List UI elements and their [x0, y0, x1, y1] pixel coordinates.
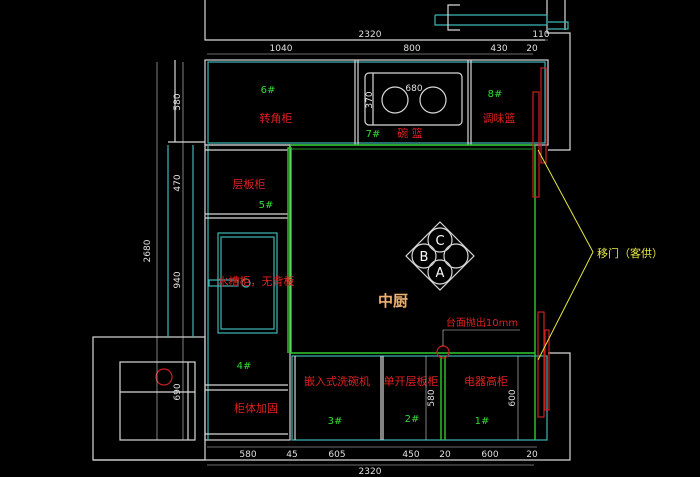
dim-segment: 20: [439, 450, 451, 460]
dim-segment: 580: [173, 93, 183, 110]
cabinet-label: 单开层板柜: [384, 374, 439, 388]
cabinet-number: 6#: [261, 85, 276, 96]
dim-segment: 20: [526, 44, 538, 54]
dim-segment: 1040: [270, 44, 293, 54]
drain-marker: [155, 368, 173, 386]
dim-total-left: 2680: [143, 239, 153, 262]
abc-symbol: C B A: [405, 221, 475, 291]
depth-dim: 600: [508, 389, 518, 406]
cabinet-label: 电器高柜: [464, 374, 508, 388]
room-title: 中厨: [378, 292, 408, 310]
cabinet-number: 2#: [405, 414, 420, 425]
dim-segment: 690: [173, 383, 183, 400]
cabinet-label: 柜体加固: [234, 401, 278, 415]
cabinet-number: 4#: [237, 361, 252, 372]
cabinet-label: 嵌入式洗碗机: [304, 374, 370, 388]
dim-segment: 450: [402, 450, 419, 460]
cabinet-number: 1#: [475, 416, 490, 427]
left-dimensions: 2680 580 470 940 690: [143, 60, 205, 440]
sliding-door-label: 移门（客供）: [597, 246, 663, 260]
sink-width: 680: [405, 84, 422, 94]
overhang-label: 台面抛出10mm: [446, 316, 518, 329]
dim-segment: 20: [526, 450, 538, 460]
top-cabinet-run: 680 370 6# 转角柜 7# 碗 篮 8# 调味篮: [204, 59, 549, 146]
symbol-label: B: [420, 250, 429, 265]
sink-depth: 370: [365, 91, 375, 108]
depth-dim: 580: [427, 389, 437, 406]
dim-segment: 605: [328, 450, 345, 460]
bottom-cabinet-run: 嵌入式洗碗机 3# 单开层板柜 2# 电器高柜 1# 580 600: [290, 145, 548, 441]
symbol-label: C: [435, 234, 444, 249]
dim-segment: 800: [403, 44, 420, 54]
dim-segment: 600: [481, 450, 498, 460]
cabinet-number: 8#: [488, 89, 503, 100]
sliding-door: 移门（客供）: [532, 67, 663, 418]
sink-basin: [364, 72, 463, 126]
cabinet-number: 3#: [328, 416, 343, 427]
dim-offset: 110: [532, 30, 549, 40]
cabinet-label: 调味篮: [483, 111, 516, 125]
top-dimensions: 2320 110 1040 800 430 20: [207, 30, 550, 55]
bottom-dimensions: 580 45 605 450 20 600 20 2320: [207, 446, 538, 477]
dim-segment: 45: [286, 450, 297, 460]
cabinet-label: 层板柜: [233, 177, 266, 191]
left-cabinet-run: 层板柜 5# 水槽柜，无背板 4# 柜体加固: [204, 144, 295, 441]
cabinet-number: 7#: [366, 129, 381, 140]
cabinet-number: 5#: [259, 200, 274, 211]
overhang-note: 台面抛出10mm: [436, 316, 520, 359]
window: [434, 4, 569, 31]
walls: [92, 0, 571, 461]
cabinet-label: 碗 篮: [397, 126, 423, 140]
dim-total-bottom: 2320: [359, 467, 382, 477]
dim-segment: 470: [173, 174, 183, 191]
dim-segment: 580: [239, 450, 256, 460]
cabinet-label: 转角柜: [260, 111, 293, 125]
symbol-label: A: [436, 266, 445, 281]
dim-segment: 430: [490, 44, 507, 54]
cabinet-label: 水槽柜，无背板: [218, 274, 295, 288]
dim-segment: 940: [173, 271, 183, 288]
dim-total-top: 2320: [359, 30, 382, 40]
